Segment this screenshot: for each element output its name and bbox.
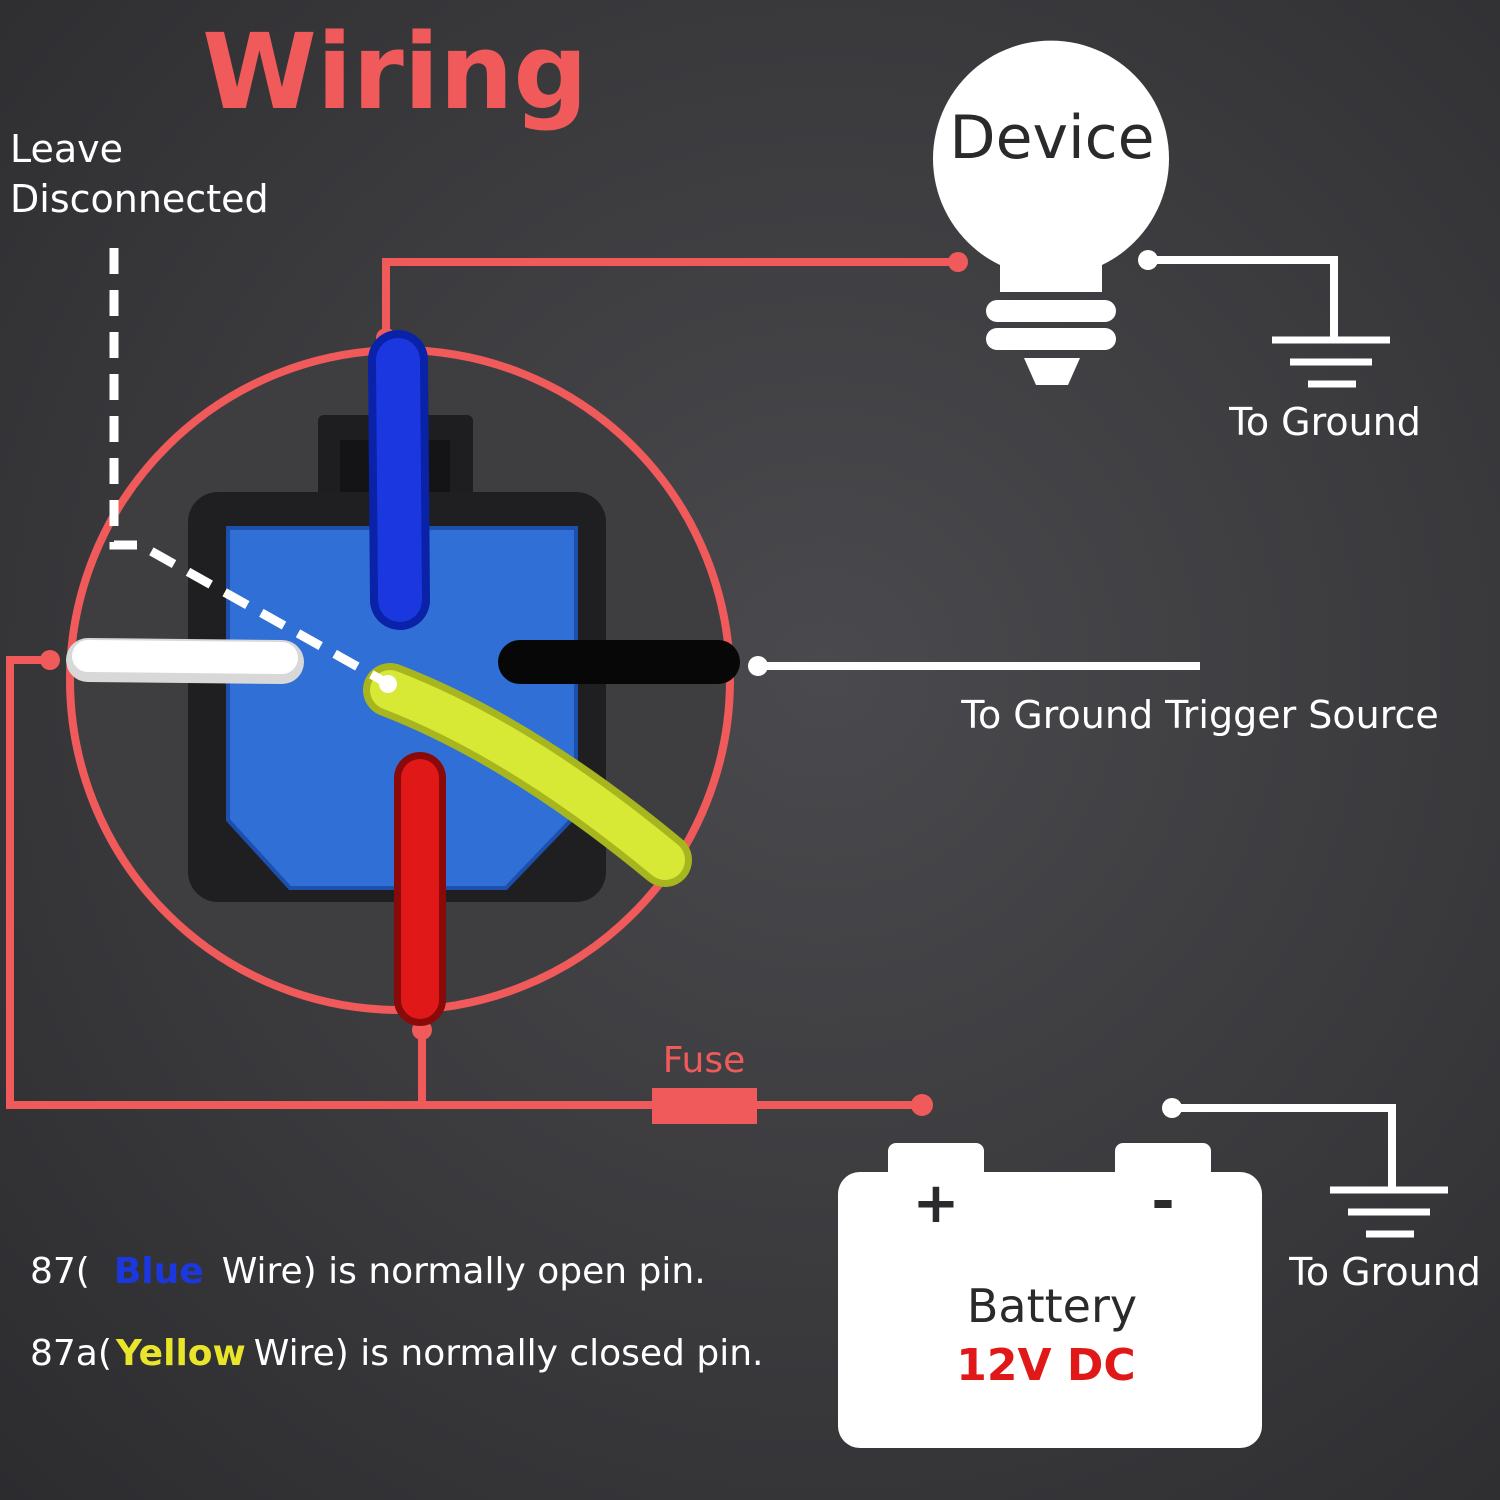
note-87a-suffix: Wire) is normally closed pin. (254, 1333, 764, 1374)
battery-icon (838, 1143, 1262, 1448)
diagram-title: Wiring (202, 11, 588, 133)
fuse-icon (652, 1088, 757, 1124)
leave-disconnected-label-line1: Leave (10, 127, 123, 171)
disconnected-pin-dot (379, 675, 397, 693)
note-87-color-word: Blue (114, 1251, 204, 1292)
ground-symbol-icon (1330, 1186, 1448, 1238)
note-line-87: 87( Blue Wire) is normally open pin. (30, 1251, 706, 1292)
battery-name: Battery (967, 1279, 1137, 1333)
battery-ground-wire (1172, 1104, 1396, 1190)
battery-plus-sign: + (913, 1171, 960, 1236)
trigger-label: To Ground Trigger Source (960, 693, 1439, 737)
battery-negative-dot (1162, 1098, 1182, 1118)
note-87a-prefix: 87a( (30, 1333, 112, 1374)
ground-top-label: To Ground (1228, 400, 1421, 444)
ground-symbol-icon (1272, 336, 1390, 388)
note-87-prefix: 87( (30, 1251, 90, 1292)
battery-minus-sign: - (1151, 1169, 1174, 1234)
note-87-suffix: Wire) is normally open pin. (222, 1251, 706, 1292)
fuse-label: Fuse (663, 1040, 745, 1081)
device-ground-wire (1148, 256, 1338, 340)
leave-disconnected-label-line2: Disconnected (10, 177, 269, 221)
leave-disconnected-dashed-line (109, 248, 388, 686)
red-power-wiring (6, 258, 958, 1109)
relay-connector (66, 330, 740, 1026)
note-87a-color-word: Yellow (115, 1333, 246, 1374)
device-terminal-dot (948, 252, 968, 272)
ground-bottom-label: To Ground (1288, 1250, 1481, 1294)
battery-voltage: 12V DC (956, 1340, 1135, 1391)
device-ground-dot (1138, 250, 1158, 270)
relay-left-node-dot (40, 650, 60, 670)
device-label: Device (949, 103, 1154, 173)
trigger-terminal-dot (748, 656, 768, 676)
battery-positive-dot (911, 1094, 933, 1116)
device-bulb-icon (933, 40, 1169, 385)
